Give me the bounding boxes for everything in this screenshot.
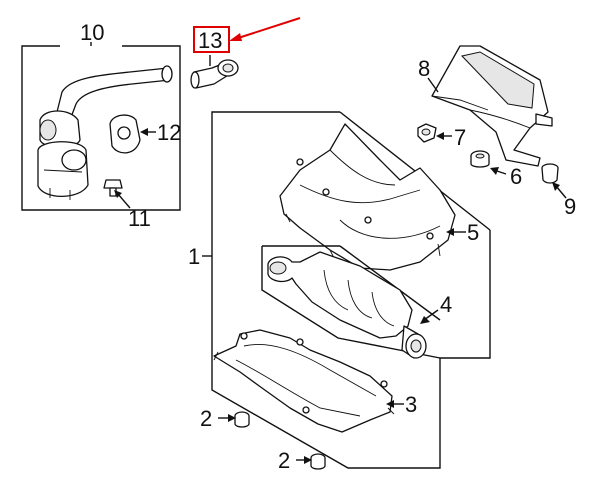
part-2-isolator-upper: 2 [200, 406, 250, 431]
part-5-heat-shield: 5 [279, 123, 479, 271]
callout-2-lower: 2 [278, 448, 290, 473]
callout-11: 11 [128, 206, 151, 231]
part-6-grommet: 6 [470, 150, 522, 189]
callout-6: 6 [510, 164, 522, 189]
group-1-frame: 1 [188, 111, 491, 469]
callout-4: 4 [440, 292, 452, 317]
part-4-catalytic-converter: 4 [267, 251, 452, 359]
part-8-air-duct: 8 [418, 45, 553, 167]
part-11-bolt: 11 [103, 179, 151, 231]
part-10-pipe-pump [37, 65, 173, 200]
callout-3: 3 [405, 392, 417, 417]
callout-12: 12 [157, 120, 181, 145]
part-3-lower-shield: 3 [213, 329, 417, 433]
callout-8: 8 [418, 56, 430, 81]
callout-5: 5 [467, 220, 479, 245]
callout-10: 10 [80, 20, 104, 45]
callout-2-upper: 2 [200, 406, 212, 431]
part-7-nut: 7 [417, 123, 466, 150]
part-9-bushing: 9 [541, 163, 576, 219]
callout-7: 7 [454, 125, 466, 150]
callout-13-highlight: 13 [193, 17, 301, 53]
part-4-frame [261, 245, 441, 359]
callout-13: 13 [198, 28, 222, 53]
callout-1: 1 [188, 244, 200, 269]
part-12-housing: 12 [109, 114, 181, 154]
part-13-hose-fitting [190, 55, 239, 89]
callout-9: 9 [564, 194, 576, 219]
group-10-frame: 10 [21, 20, 181, 211]
part-2-isolator-lower: 2 [278, 448, 326, 473]
